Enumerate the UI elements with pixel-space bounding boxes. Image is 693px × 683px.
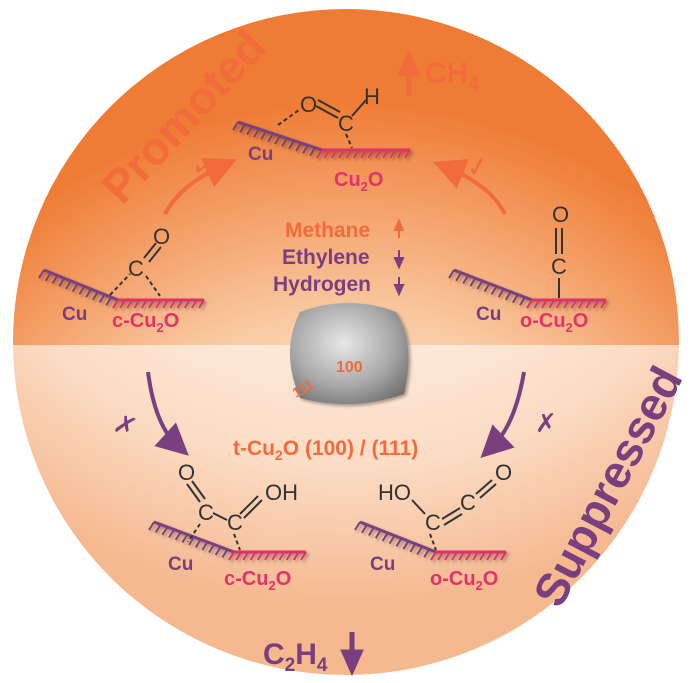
bottom-right-intermediate: HO C C O [378,460,512,551]
methane-label: Methane [285,219,370,242]
cu-label: Cu [62,304,87,325]
product-legend: Methane Ethylene Hydrogen [273,218,405,297]
surface-bottom-left: Cu c-Cu2O [148,520,307,593]
surface-right: Cu o-Cu2O [448,268,607,335]
cu-label: Cu [476,304,501,325]
arrow-left-to-bottom [146,371,189,456]
svg-text:C: C [128,256,144,281]
oxide-label: o-Cu2O [520,310,588,335]
c2h4-h: H [295,638,317,671]
oxide-label: o-Cu2O [430,568,498,593]
cu-label: Cu [248,144,273,165]
svg-text:C: C [460,490,476,515]
oxide-label: c-Cu2O [224,568,291,593]
hydrogen-label: Hydrogen [273,273,371,296]
svg-text:HO: HO [378,480,411,505]
methane-up-arrow-icon [393,218,405,238]
c2h4-c: C [263,638,285,671]
catalyst-particle: 100 111 [290,303,409,405]
facet-100-label: 100 [336,359,363,376]
arrow-left-to-top [163,158,237,215]
cu-label: Cu [168,554,193,575]
cross-mark-right-icon: ✗ [535,408,557,438]
catalyst-caption: t-Cu2O (100) / (111) [233,437,418,463]
svg-text:C: C [425,510,441,535]
svg-text:O: O [552,202,569,227]
svg-text:C: C [338,111,354,136]
svg-text:O: O [300,92,317,117]
svg-text:C: C [227,510,243,535]
left-intermediate: C O [109,224,170,297]
top-intermediate: O C H [277,84,380,149]
surface-left: Cu c-Cu2O [38,268,205,335]
bottom-left-intermediate: O C C OH [178,460,298,551]
c2h4-sub2: 4 [317,655,328,676]
svg-text:O: O [495,460,512,485]
svg-text:O: O [178,460,195,485]
c2h4-sub1: 2 [285,655,296,676]
cu-label: Cu [370,554,395,575]
oxide-label: c-Cu2O [112,310,179,335]
svg-text:C2H4: C2H4 [263,638,328,676]
c2h4-product: C2H4 [263,632,364,677]
hydrogen-down-arrow-icon [393,277,405,297]
svg-text:O: O [153,224,170,249]
check-mark-right-icon: ✓ [464,149,492,184]
ch4-product: CH4 [397,49,479,96]
svg-text:C: C [198,500,214,525]
ch4-up-arrow-icon [397,49,421,96]
svg-text:CH4: CH4 [425,57,479,95]
svg-text:C: C [551,254,567,279]
surface-bottom-right: Cu o-Cu2O [354,520,507,593]
arrow-right-to-bottom [480,371,526,459]
ch4-subscript: 4 [468,74,479,95]
right-intermediate: O C [551,202,569,298]
arrow-right-to-top [433,159,507,215]
oxide-label: Cu2O [334,169,383,194]
c2h4-down-arrow-icon [340,632,364,677]
svg-text:OH: OH [265,480,298,505]
ethylene-down-arrow-icon [393,250,405,270]
ch4-text: CH [425,57,468,90]
ethylene-label: Ethylene [282,246,370,269]
svg-text:H: H [364,84,380,109]
